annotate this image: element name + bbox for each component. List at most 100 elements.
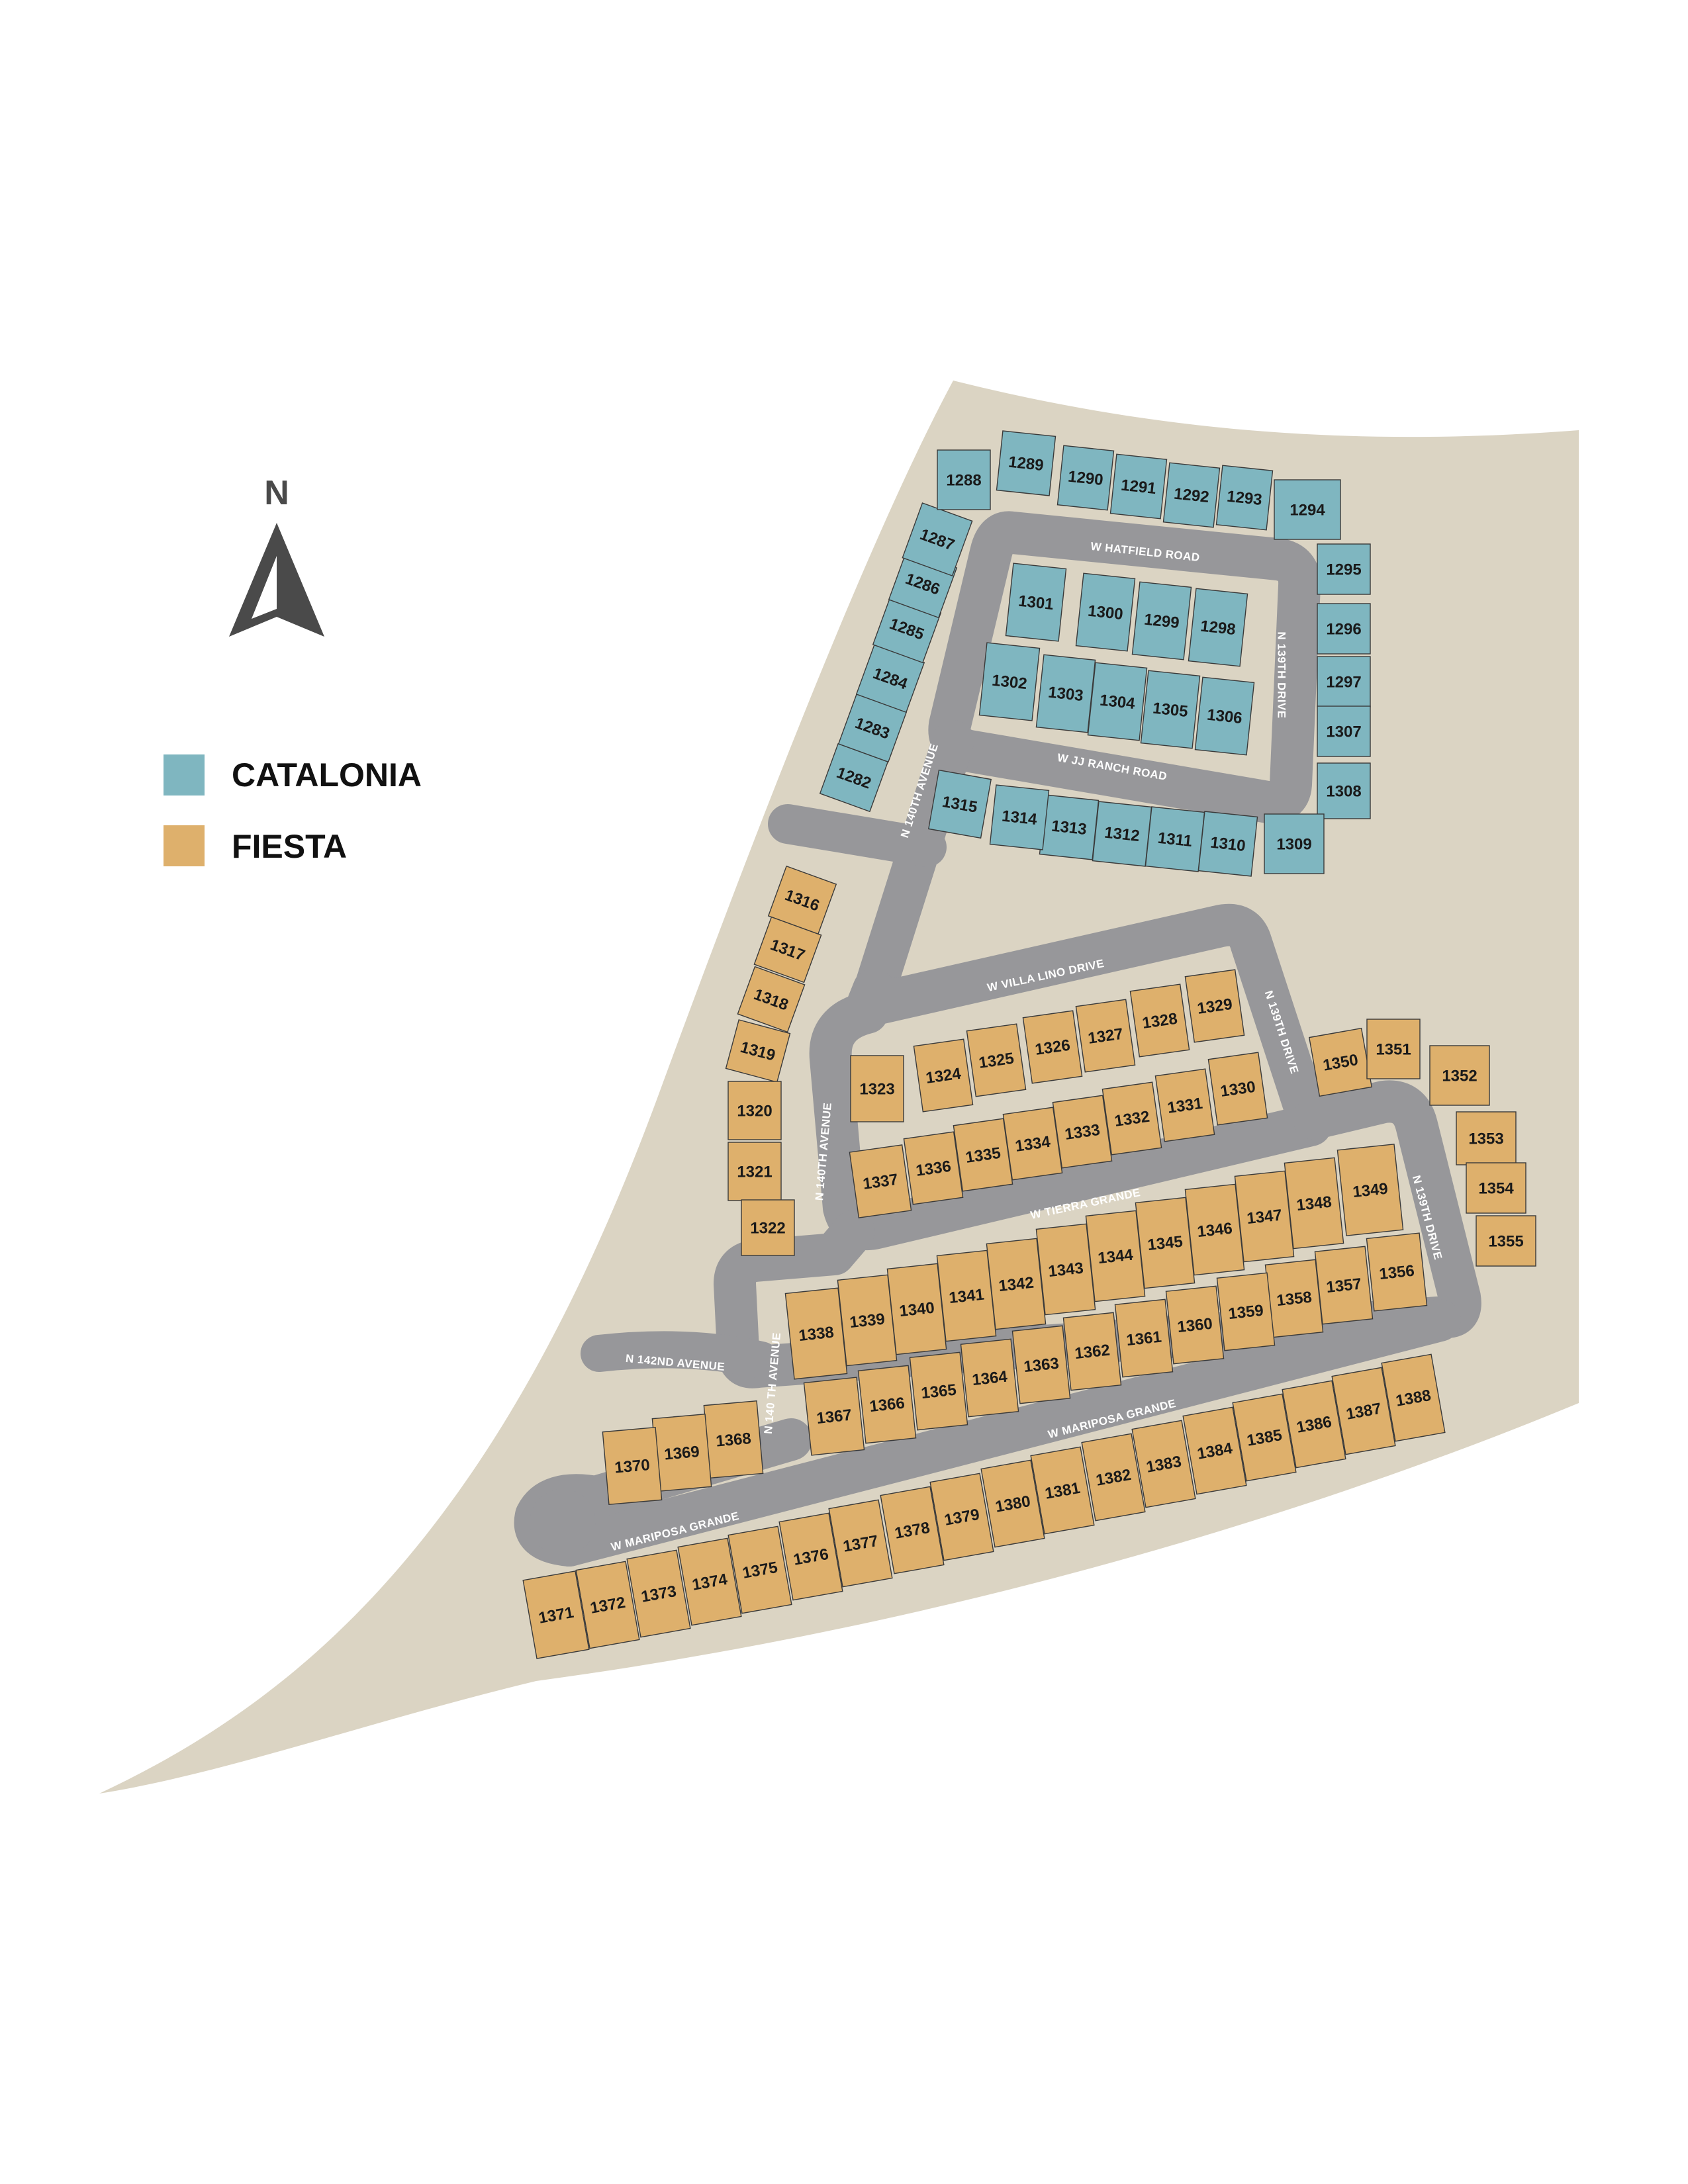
lot-1361[interactable]: 1361 [1114,1298,1174,1378]
lot-1384[interactable]: 1384 [1182,1406,1247,1495]
lot-1376[interactable]: 1376 [778,1512,843,1601]
lot-1298[interactable]: 1298 [1188,588,1248,667]
lot-1331[interactable]: 1331 [1154,1068,1215,1142]
lot-1322[interactable]: 1322 [741,1199,795,1256]
lot-1327[interactable]: 1327 [1075,999,1136,1073]
lot-1314[interactable]: 1314 [989,784,1050,850]
lot-1290[interactable]: 1290 [1056,445,1115,511]
lot-1323[interactable]: 1323 [850,1055,904,1122]
lot-1354[interactable]: 1354 [1466,1162,1526,1214]
lot-1301[interactable]: 1301 [1005,563,1067,642]
lot-1307[interactable]: 1307 [1317,705,1371,757]
lot-1338[interactable]: 1338 [784,1287,848,1380]
lot-1295[interactable]: 1295 [1317,543,1371,595]
lot-1289[interactable]: 1289 [996,430,1056,496]
lot-1381[interactable]: 1381 [1030,1446,1095,1535]
lot-1291[interactable]: 1291 [1109,453,1168,520]
lot-1349[interactable]: 1349 [1336,1144,1404,1236]
lot-1359[interactable]: 1359 [1216,1272,1276,1351]
lot-1353[interactable]: 1353 [1456,1111,1517,1165]
lot-1367[interactable]: 1367 [803,1377,865,1456]
lot-1387[interactable]: 1387 [1331,1367,1396,1455]
lot-1348[interactable]: 1348 [1284,1157,1344,1250]
lot-1305[interactable]: 1305 [1140,670,1201,749]
lot-1308[interactable]: 1308 [1317,762,1371,819]
lot-1378[interactable]: 1378 [880,1486,945,1574]
lot-1369[interactable]: 1369 [651,1413,712,1492]
lot-1320[interactable]: 1320 [727,1081,782,1140]
lot-1332[interactable]: 1332 [1102,1081,1162,1156]
lot-1330[interactable]: 1330 [1207,1052,1268,1126]
lot-1328[interactable]: 1328 [1129,983,1190,1058]
lot-1360[interactable]: 1360 [1165,1285,1225,1365]
lot-1324[interactable]: 1324 [913,1038,974,1113]
lot-1370[interactable]: 1370 [602,1426,663,1506]
lot-1379[interactable]: 1379 [929,1473,994,1561]
lot-1344[interactable]: 1344 [1085,1210,1146,1302]
lot-1385[interactable]: 1385 [1232,1393,1297,1482]
lot-1358[interactable]: 1358 [1264,1259,1324,1338]
lot-1383[interactable]: 1383 [1131,1420,1196,1508]
lot-1388[interactable]: 1388 [1381,1353,1446,1442]
lot-1345[interactable]: 1345 [1135,1197,1196,1289]
lot-1386[interactable]: 1386 [1282,1380,1346,1469]
lot-1321[interactable]: 1321 [727,1142,782,1201]
lot-1374[interactable]: 1374 [677,1537,742,1626]
lot-1342[interactable]: 1342 [986,1238,1047,1330]
lot-1302[interactable]: 1302 [978,642,1041,721]
lot-1306[interactable]: 1306 [1194,676,1255,756]
lot-1316[interactable]: 1316 [767,865,837,935]
lot-1365[interactable]: 1365 [909,1351,968,1431]
lot-1309[interactable]: 1309 [1264,813,1325,874]
lot-1351[interactable]: 1351 [1366,1019,1421,1079]
lot-1368[interactable]: 1368 [703,1400,764,1479]
lot-1334[interactable]: 1334 [1002,1107,1063,1181]
lot-1311[interactable]: 1311 [1145,806,1205,872]
lot-1292[interactable]: 1292 [1162,462,1221,528]
lot-1315[interactable]: 1315 [927,769,992,839]
lot-1340[interactable]: 1340 [886,1263,947,1355]
lot-1310[interactable]: 1310 [1197,811,1258,877]
lot-1352[interactable]: 1352 [1429,1045,1490,1106]
lot-1287[interactable]: 1287 [902,502,973,576]
lot-1326[interactable]: 1326 [1022,1010,1083,1084]
lot-1336[interactable]: 1336 [903,1131,964,1205]
lot-1357[interactable]: 1357 [1314,1246,1374,1325]
lot-1329[interactable]: 1329 [1184,969,1245,1043]
lot-1297[interactable]: 1297 [1317,656,1371,707]
lot-1356[interactable]: 1356 [1366,1232,1428,1312]
lot-1296[interactable]: 1296 [1317,603,1371,655]
lot-1371[interactable]: 1371 [522,1570,590,1659]
lot-1343[interactable]: 1343 [1035,1223,1096,1316]
lot-1283[interactable]: 1283 [837,693,908,763]
lot-1355[interactable]: 1355 [1476,1215,1536,1267]
lot-1312[interactable]: 1312 [1092,801,1152,867]
lot-1293[interactable]: 1293 [1215,465,1274,531]
lot-1300[interactable]: 1300 [1075,572,1136,652]
lot-1282[interactable]: 1282 [819,743,889,813]
lot-1294[interactable]: 1294 [1274,479,1341,540]
lot-1363[interactable]: 1363 [1011,1325,1071,1404]
lot-1375[interactable]: 1375 [727,1525,792,1614]
lot-1380[interactable]: 1380 [980,1459,1045,1548]
lot-1339[interactable]: 1339 [837,1274,898,1367]
lot-1318[interactable]: 1318 [737,966,806,1033]
lot-1377[interactable]: 1377 [828,1499,893,1588]
lot-1346[interactable]: 1346 [1184,1183,1245,1276]
lot-1341[interactable]: 1341 [936,1250,997,1342]
lot-1325[interactable]: 1325 [966,1023,1027,1097]
lot-1299[interactable]: 1299 [1131,581,1192,660]
lot-1347[interactable]: 1347 [1234,1170,1295,1263]
lot-1366[interactable]: 1366 [857,1365,917,1444]
lot-1304[interactable]: 1304 [1087,662,1148,741]
lot-1288[interactable]: 1288 [937,449,991,510]
lot-1364[interactable]: 1364 [960,1338,1019,1418]
lot-1319[interactable]: 1319 [725,1019,791,1083]
lot-1350[interactable]: 1350 [1308,1027,1373,1097]
lot-1317[interactable]: 1317 [753,916,822,983]
lot-1337[interactable]: 1337 [849,1144,912,1218]
lot-1372[interactable]: 1372 [575,1561,640,1649]
lot-1362[interactable]: 1362 [1062,1312,1122,1391]
lot-1335[interactable]: 1335 [953,1118,1013,1192]
lot-1284[interactable]: 1284 [855,643,925,713]
